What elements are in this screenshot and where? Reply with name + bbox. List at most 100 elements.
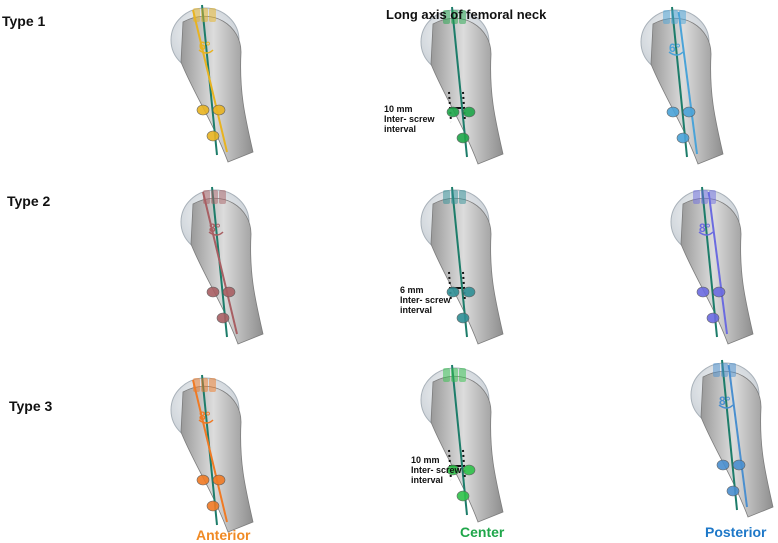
femur-bone bbox=[650, 18, 724, 165]
interval-note-type-1: 10 mm Inter- screw interval bbox=[384, 104, 435, 134]
screw-thread bbox=[193, 8, 200, 22]
angle-arc bbox=[718, 404, 734, 409]
femur-bone bbox=[190, 198, 264, 345]
femur-panel-type1-anterior: 6° bbox=[170, 4, 254, 163]
femoral-neck-axis-title: Long axis of femoral neck bbox=[386, 7, 547, 22]
angle-arc bbox=[198, 49, 214, 54]
screw-thread bbox=[211, 190, 218, 204]
femur-bone bbox=[430, 18, 504, 165]
femur-bone bbox=[430, 198, 504, 345]
screw-thread bbox=[451, 368, 458, 382]
screw-thread bbox=[201, 378, 208, 392]
screw-head bbox=[706, 312, 720, 324]
screw-head bbox=[446, 464, 460, 476]
screw-axis-line bbox=[192, 379, 228, 523]
screw-thread bbox=[679, 10, 686, 24]
row-label-type-2: Type 2 bbox=[7, 193, 51, 209]
femoral-neck-axis-line bbox=[451, 6, 468, 158]
screw-axis-line bbox=[727, 364, 748, 508]
row-label-type-1: Type 1 bbox=[2, 13, 46, 29]
femur-bone bbox=[680, 198, 754, 345]
screw-head bbox=[206, 500, 220, 512]
screw-axis-line bbox=[192, 9, 228, 153]
screw-thread bbox=[203, 190, 210, 204]
angle-label: 8° bbox=[719, 394, 731, 408]
screw-thread bbox=[671, 10, 678, 24]
screw-head bbox=[462, 106, 476, 118]
interval-guide bbox=[462, 91, 466, 123]
screw-head bbox=[212, 474, 226, 486]
angle-label: 8° bbox=[209, 221, 221, 235]
screw-head bbox=[456, 312, 470, 324]
femur-panel-type3-center bbox=[420, 364, 504, 523]
screw-thread bbox=[201, 8, 208, 22]
column-label-posterior: Posterior bbox=[705, 524, 767, 540]
femur-panel-type1-center bbox=[420, 6, 504, 165]
femur-bone bbox=[180, 16, 254, 163]
screw-axis-line bbox=[707, 191, 728, 335]
interval-guide bbox=[448, 271, 452, 303]
screw-thread bbox=[451, 190, 458, 204]
screw-head bbox=[446, 286, 460, 298]
angle-arc bbox=[198, 419, 214, 424]
column-label-anterior: Anterior bbox=[196, 527, 251, 543]
angle-arc bbox=[668, 51, 684, 56]
interval-note-type-3: 10 mm Inter- screw interval bbox=[411, 455, 462, 485]
screw-head bbox=[726, 485, 740, 497]
screw-thread bbox=[459, 368, 466, 382]
screw-head bbox=[196, 104, 210, 116]
screw-thread bbox=[443, 190, 450, 204]
angle-arc bbox=[208, 231, 224, 236]
screw-thread bbox=[459, 10, 466, 24]
screw-head bbox=[446, 106, 460, 118]
screw-thread bbox=[663, 10, 670, 24]
screw-thread bbox=[443, 10, 450, 24]
screw-thread bbox=[209, 378, 216, 392]
screw-thread bbox=[709, 190, 716, 204]
screw-thread bbox=[729, 363, 736, 377]
interval-guide bbox=[448, 449, 452, 481]
femur-panel-type1-posterior: 6° bbox=[640, 6, 724, 165]
screw-head bbox=[696, 286, 710, 298]
screw-head bbox=[732, 459, 746, 471]
screw-thread bbox=[193, 378, 200, 392]
screw-head bbox=[462, 464, 476, 476]
screw-axis-line bbox=[202, 191, 238, 335]
screw-head bbox=[196, 474, 210, 486]
screw-head bbox=[676, 132, 690, 144]
femur-bone bbox=[180, 386, 254, 533]
femoral-neck-axis-line bbox=[701, 186, 718, 338]
screw-thread bbox=[219, 190, 226, 204]
screw-head bbox=[712, 286, 726, 298]
screw-thread bbox=[209, 8, 216, 22]
screw-thread bbox=[721, 363, 728, 377]
femoral-neck-axis-line bbox=[671, 6, 688, 158]
screw-head bbox=[666, 106, 680, 118]
interval-guide bbox=[462, 271, 466, 303]
femoral-neck-axis-line bbox=[451, 364, 468, 516]
screw-axis-line bbox=[677, 11, 698, 155]
femoral-neck-axis-line bbox=[721, 359, 738, 511]
screw-thread bbox=[701, 190, 708, 204]
femur-panel-type3-anterior: 8° bbox=[170, 374, 254, 533]
row-label-type-3: Type 3 bbox=[9, 398, 53, 414]
screw-head bbox=[716, 459, 730, 471]
screw-thread bbox=[451, 10, 458, 24]
interval-note-type-2: 6 mm Inter- screw interval bbox=[400, 285, 451, 315]
screw-head bbox=[456, 490, 470, 502]
femur-panel-type3-posterior: 8° bbox=[690, 359, 774, 518]
screw-thread bbox=[459, 190, 466, 204]
screw-head bbox=[206, 130, 220, 142]
screw-thread bbox=[713, 363, 720, 377]
angle-label: 8° bbox=[199, 409, 211, 423]
interval-guide bbox=[462, 449, 466, 481]
screw-thread bbox=[693, 190, 700, 204]
femur-panel-type2-posterior: 8° bbox=[670, 186, 754, 345]
screw-head bbox=[206, 286, 220, 298]
femur-panel-type2-center bbox=[420, 186, 504, 345]
screw-head bbox=[456, 132, 470, 144]
screw-head bbox=[222, 286, 236, 298]
femur-panel-type2-anterior: 8° bbox=[180, 186, 264, 345]
